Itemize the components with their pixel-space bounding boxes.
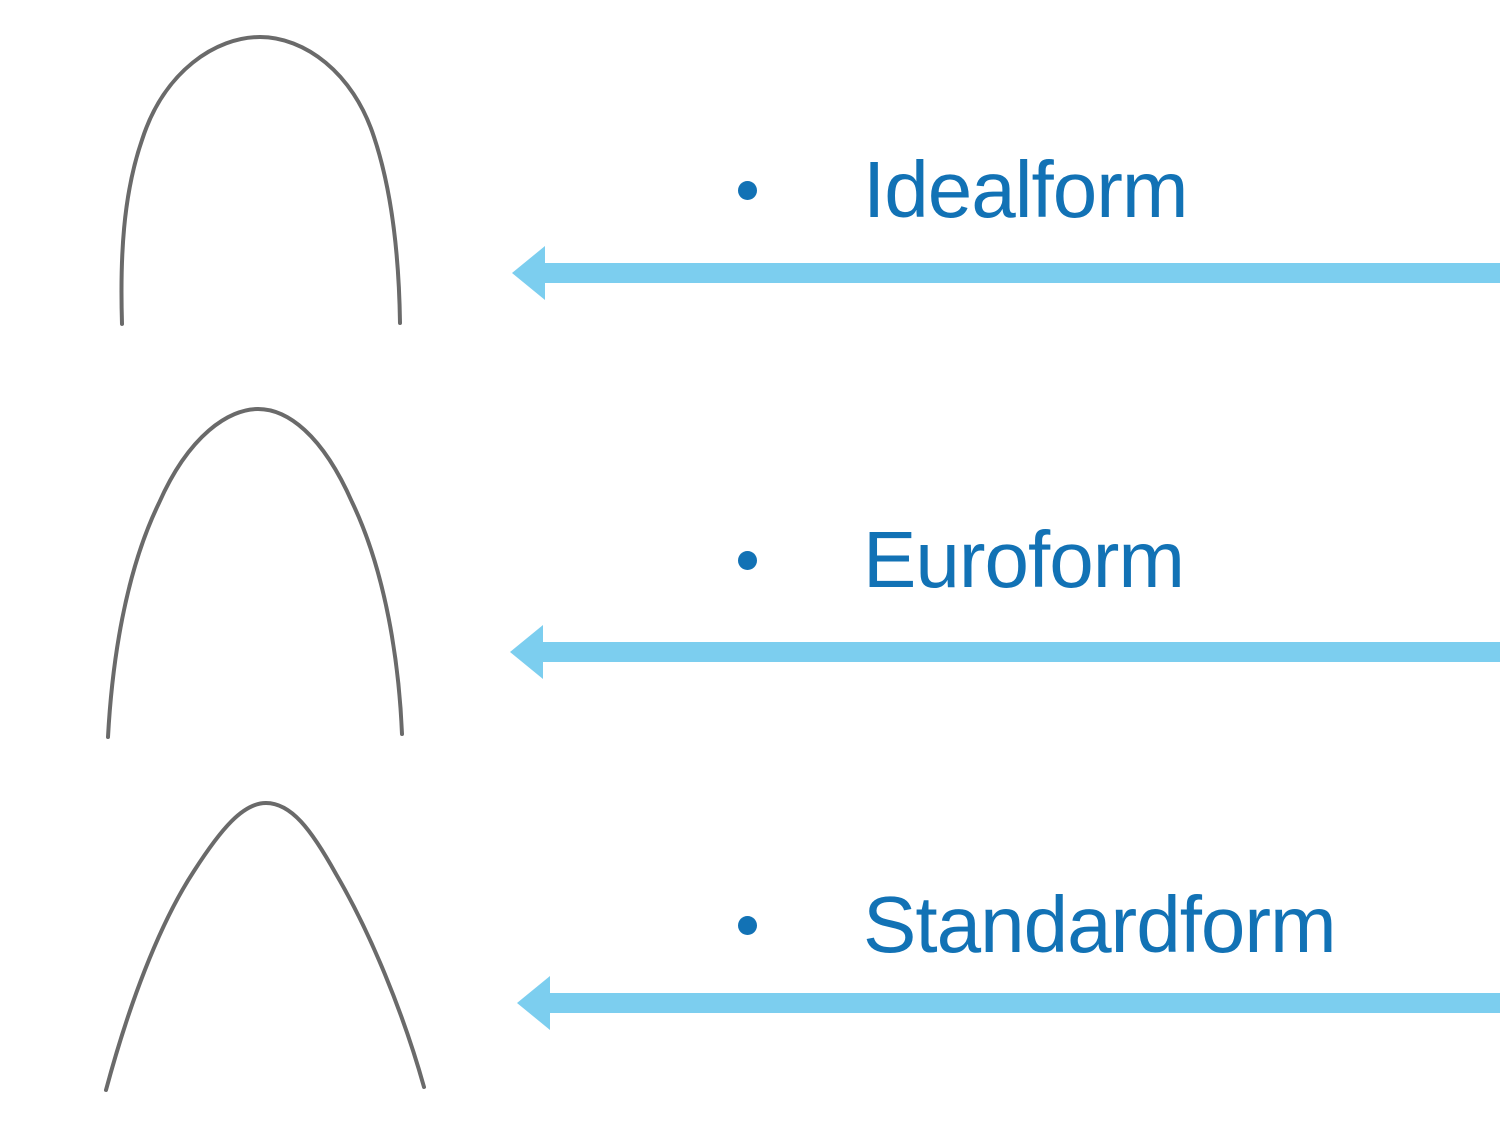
arrowhead [510, 625, 543, 679]
label-line-euroform: Euroform [738, 515, 1185, 604]
form-label-standardform: Standardform [863, 880, 1337, 969]
arrow-shaft [541, 642, 1500, 662]
arrow-shaft [548, 993, 1500, 1013]
archwire-idealform-curve [119, 34, 402, 326]
bullet-icon [738, 180, 757, 200]
left-arrow-icon [510, 625, 1500, 679]
left-arrow-icon [517, 976, 1500, 1030]
archwire-euroform-figure [105, 405, 407, 740]
arrowhead [512, 246, 545, 300]
arrowhead [517, 976, 550, 1030]
form-label-idealform: Idealform [863, 145, 1188, 234]
archwire-standardform-curve [104, 800, 426, 1092]
archwire-standardform-figure [100, 795, 430, 1095]
archwire-euroform-curve [106, 406, 404, 739]
archwire-idealform-figure [115, 33, 405, 326]
bullet-icon [738, 550, 757, 570]
form-label-euroform: Euroform [863, 515, 1185, 604]
label-line-idealform: Idealform [738, 145, 1188, 234]
label-line-standardform: Standardform [738, 880, 1337, 969]
arrow-shaft [543, 263, 1500, 283]
bullet-icon [738, 915, 757, 935]
left-arrow-icon [512, 246, 1500, 300]
